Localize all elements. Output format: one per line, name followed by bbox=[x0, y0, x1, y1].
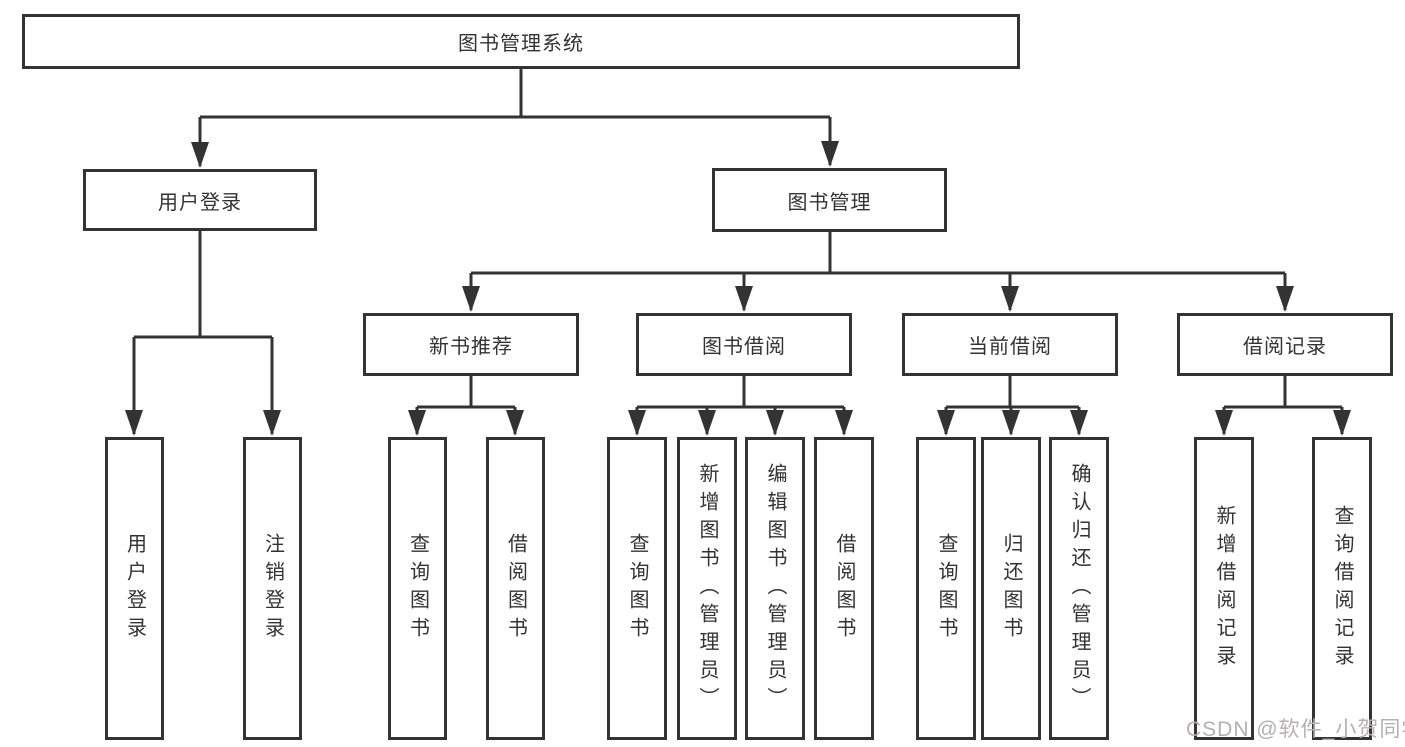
leaf-borrow-books-recommend: 借阅图书 bbox=[486, 437, 545, 740]
csdn-watermark: CSDN @软件_小贺同学 bbox=[1186, 718, 1405, 741]
leaf-query-books-borrow: 查询图书 bbox=[607, 437, 667, 740]
leaf-user-login: 用户登录 bbox=[105, 437, 164, 740]
node-borrow-records: 借阅记录 bbox=[1177, 313, 1393, 376]
leaf-query-books-recommend: 查询图书 bbox=[388, 437, 447, 740]
leaf-logout: 注销登录 bbox=[243, 437, 302, 740]
leaf-add-borrow-record: 新增借阅记录 bbox=[1194, 437, 1254, 740]
node-user-login-branch: 用户登录 bbox=[83, 169, 317, 231]
leaf-add-books-admin: 新增图书（管理员） bbox=[677, 437, 737, 740]
leaf-return-books: 归还图书 bbox=[981, 437, 1041, 740]
node-book-management-branch: 图书管理 bbox=[712, 168, 947, 232]
leaf-borrow-books: 借阅图书 bbox=[814, 437, 874, 740]
leaf-edit-books-admin: 编辑图书（管理员） bbox=[745, 437, 805, 740]
node-root-system: 图书管理系统 bbox=[22, 14, 1020, 69]
node-book-borrow: 图书借阅 bbox=[636, 313, 852, 376]
leaf-confirm-return-admin: 确认归还（管理员） bbox=[1049, 437, 1109, 740]
leaf-query-books-current: 查询图书 bbox=[916, 437, 976, 740]
node-new-book-recommend: 新书推荐 bbox=[363, 313, 579, 376]
leaf-query-borrow-record: 查询借阅记录 bbox=[1312, 437, 1372, 740]
node-current-borrow: 当前借阅 bbox=[902, 313, 1118, 376]
